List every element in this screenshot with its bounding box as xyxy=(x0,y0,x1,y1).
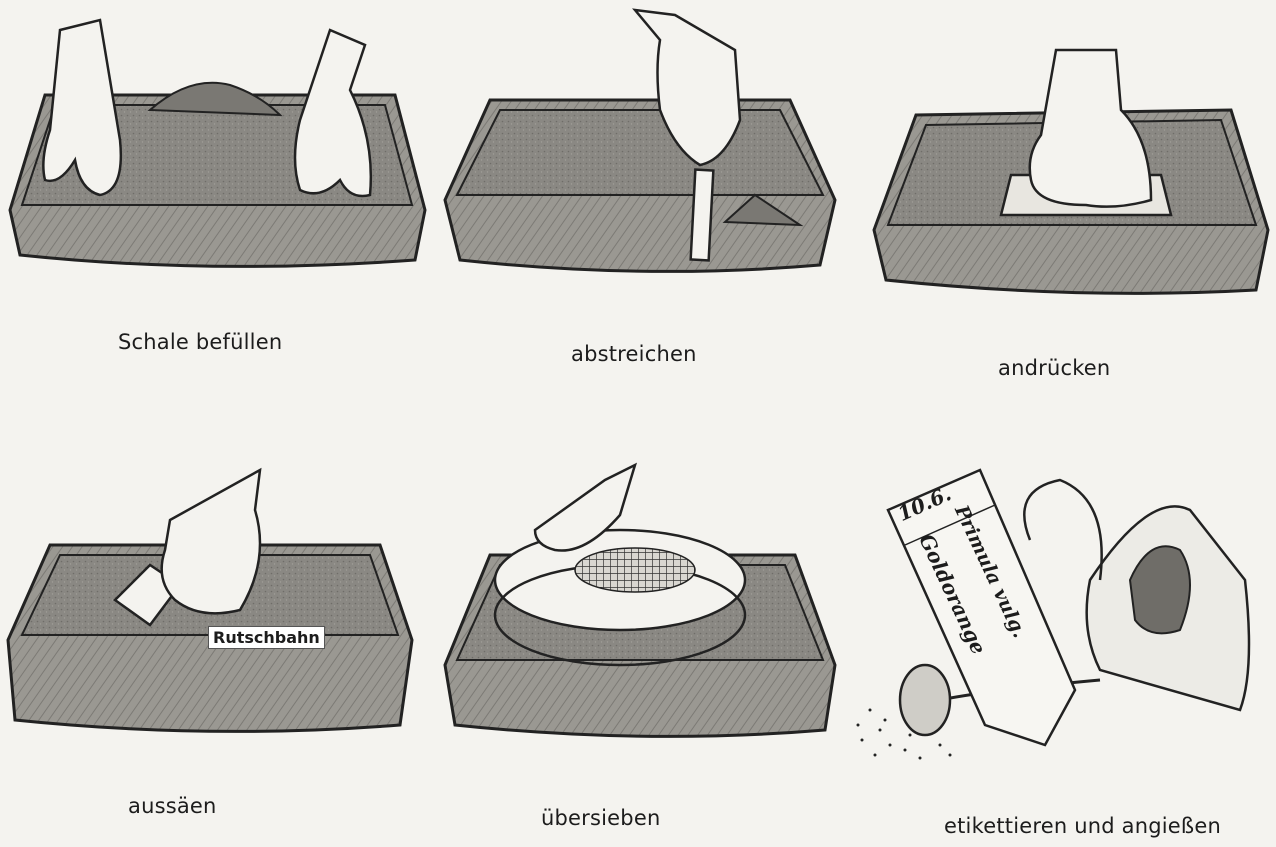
step-caption: etikettieren und angießen xyxy=(944,814,1221,838)
step-press-down: andrücken xyxy=(866,0,1276,385)
seed-packet-tag: Rutschbahn xyxy=(208,626,325,649)
tray-sow-illustration xyxy=(0,440,430,740)
tray-level-illustration xyxy=(435,0,845,300)
tray-press-illustration xyxy=(866,0,1276,310)
step-caption: übersieben xyxy=(541,806,660,830)
step-label-and-water: 10.6. Primula vulg. Goldorange etikettie… xyxy=(850,440,1276,847)
step-level-off: abstreichen xyxy=(435,0,845,380)
step-fill-tray: Schale befüllen xyxy=(0,0,430,370)
watering-can-and-label-illustration xyxy=(850,440,1276,780)
tray-fill-illustration xyxy=(0,0,430,300)
step-caption: Schale befüllen xyxy=(118,330,282,354)
step-caption: aussäen xyxy=(128,794,217,818)
step-caption: abstreichen xyxy=(571,342,697,366)
tray-sieve-illustration xyxy=(435,440,845,740)
step-sow: Rutschbahn aussäen xyxy=(0,440,430,840)
step-caption: andrücken xyxy=(998,356,1110,380)
step-sieve: übersieben xyxy=(435,440,845,840)
